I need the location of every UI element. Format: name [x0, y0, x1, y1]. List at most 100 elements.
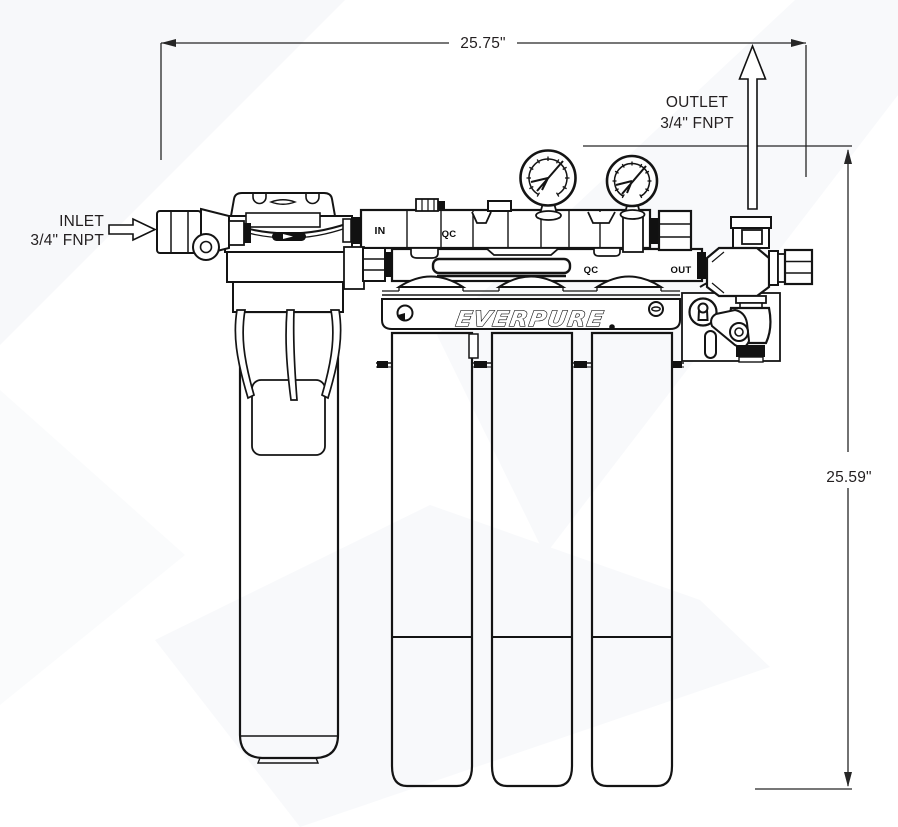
- gauge-left-base: [535, 210, 562, 221]
- rail-flare: [483, 247, 562, 256]
- notch-left: [471, 211, 492, 224]
- port-in-label: IN: [374, 225, 385, 237]
- inlet-flow-arrow-icon: [108, 217, 157, 242]
- upper-rail-seal: [649, 218, 659, 244]
- dim-arrow-down-icon: [844, 772, 852, 787]
- outlet-top-cap: [730, 216, 772, 229]
- lower-rail-seal-right: [697, 252, 706, 279]
- port-qc-lower-label: QC: [584, 265, 599, 276]
- everpure-logo: EVERPURE: [454, 306, 605, 331]
- flush-valve-top: [415, 198, 439, 212]
- dim-arrow-right-icon: [791, 39, 806, 47]
- head-lower-ring: [232, 281, 344, 313]
- rail-tab-2: [593, 247, 621, 257]
- clip-middle: [285, 309, 298, 401]
- keyhole-slot: [697, 309, 709, 321]
- clip-right: [320, 309, 342, 400]
- upper-rail-nut: [657, 209, 693, 252]
- inlet-stub: [228, 220, 245, 246]
- bracket-screw-right: [648, 301, 664, 317]
- outlet-valve-assembly: [705, 216, 814, 363]
- hump-feet: [398, 287, 662, 291]
- upper-rail-nut-facets: [659, 223, 691, 238]
- plate-clamp-4: [673, 361, 682, 368]
- tee-chamfer-lines: [711, 251, 725, 294]
- filter-cartridge-2: [490, 331, 574, 788]
- pressure-gauge-right: [605, 154, 659, 253]
- mounting-plate-line: [376, 361, 684, 368]
- inlet-seal: [244, 223, 251, 243]
- outlet-label: OUTLET: [666, 94, 729, 111]
- cap-vent-right: [305, 193, 320, 205]
- valve-stem-ring-1: [735, 295, 767, 304]
- gauge-left-ticks: [526, 156, 570, 197]
- logo-registered-dot: [609, 324, 615, 330]
- cap-vent-left: [252, 193, 267, 205]
- junction-seal: [351, 217, 361, 244]
- cartridge-1-clip: [468, 333, 479, 359]
- gauge-right-needle: [615, 165, 647, 195]
- filter-cartridge-3: [590, 331, 674, 788]
- gauge-left-needle: [530, 160, 564, 192]
- pressure-gauge-left: [519, 149, 577, 221]
- prefilter-label-area: [251, 379, 326, 456]
- bracket-face: [381, 298, 681, 330]
- gauge-right-ticks: [612, 161, 652, 199]
- lower-rail-hex-facets: [363, 258, 385, 271]
- junction-step: [343, 246, 365, 290]
- inlet-label: INLET: [59, 213, 104, 230]
- outlet-size-label: 3/4" FNPT: [660, 115, 734, 132]
- junction-block: [342, 218, 352, 243]
- outlet-hex-nut: [783, 248, 814, 286]
- clip-left: [234, 309, 256, 400]
- cap-slot: [269, 199, 297, 205]
- dim-arrow-left-icon: [161, 39, 176, 47]
- notch-right: [587, 211, 616, 224]
- inlet-hex-facets: [170, 211, 189, 253]
- prefilter-housing: [156, 192, 353, 764]
- valve-base: [738, 356, 764, 363]
- sump-foot: [256, 757, 320, 764]
- collar-grip-arrow-icon: [283, 234, 293, 239]
- inlet-size-label: 3/4" FNPT: [30, 232, 104, 249]
- plate-clamp-1: [377, 361, 388, 368]
- inlet-swivel: [192, 233, 220, 261]
- manifold-plate: [431, 257, 572, 275]
- keyhole-circle: [697, 302, 709, 314]
- port-out-label: OUT: [671, 265, 692, 276]
- outlet-hex-facets: [785, 260, 812, 274]
- plate-clamp-3: [574, 361, 587, 368]
- outlet-top-block-inner: [741, 229, 763, 245]
- lower-rail-seal-left: [385, 252, 393, 277]
- rail-tab-1: [410, 247, 439, 259]
- collar-hump-1: [395, 275, 467, 288]
- width-dimension-label: 25.75": [460, 35, 506, 52]
- valve-black-band: [736, 345, 765, 357]
- lower-rail-hex: [362, 247, 386, 282]
- head-mid-band: [226, 251, 349, 283]
- port-cap: [487, 200, 512, 212]
- filter-cartridges: [390, 331, 674, 788]
- outlet-flow-arrow-icon: [738, 43, 767, 210]
- inlet-callout: INLET 3/4" FNPT: [30, 213, 157, 249]
- port-qc-upper-label: QC: [442, 229, 457, 240]
- lever-pivot-center: [734, 327, 744, 337]
- outlet-callout: OUTLET 3/4" FNPT: [660, 43, 767, 210]
- screw-left-shadow: [398, 313, 405, 321]
- dim-arrow-up-icon: [844, 149, 852, 164]
- plate-clamp-2: [474, 361, 487, 368]
- flush-valve-ridges: [421, 199, 435, 211]
- inlet-swivel-center: [199, 240, 213, 254]
- collar-hump-2: [495, 275, 567, 288]
- rail-segment-lines: [406, 210, 625, 248]
- cap-inner-band: [245, 212, 321, 228]
- filter-cartridge-1: [390, 331, 474, 788]
- collar-hump-3: [593, 275, 665, 288]
- panel-pill-slot: [704, 330, 717, 359]
- screw-right-slot: [651, 306, 661, 312]
- lever-pivot: [729, 322, 749, 342]
- outlet-flange-1: [768, 250, 779, 286]
